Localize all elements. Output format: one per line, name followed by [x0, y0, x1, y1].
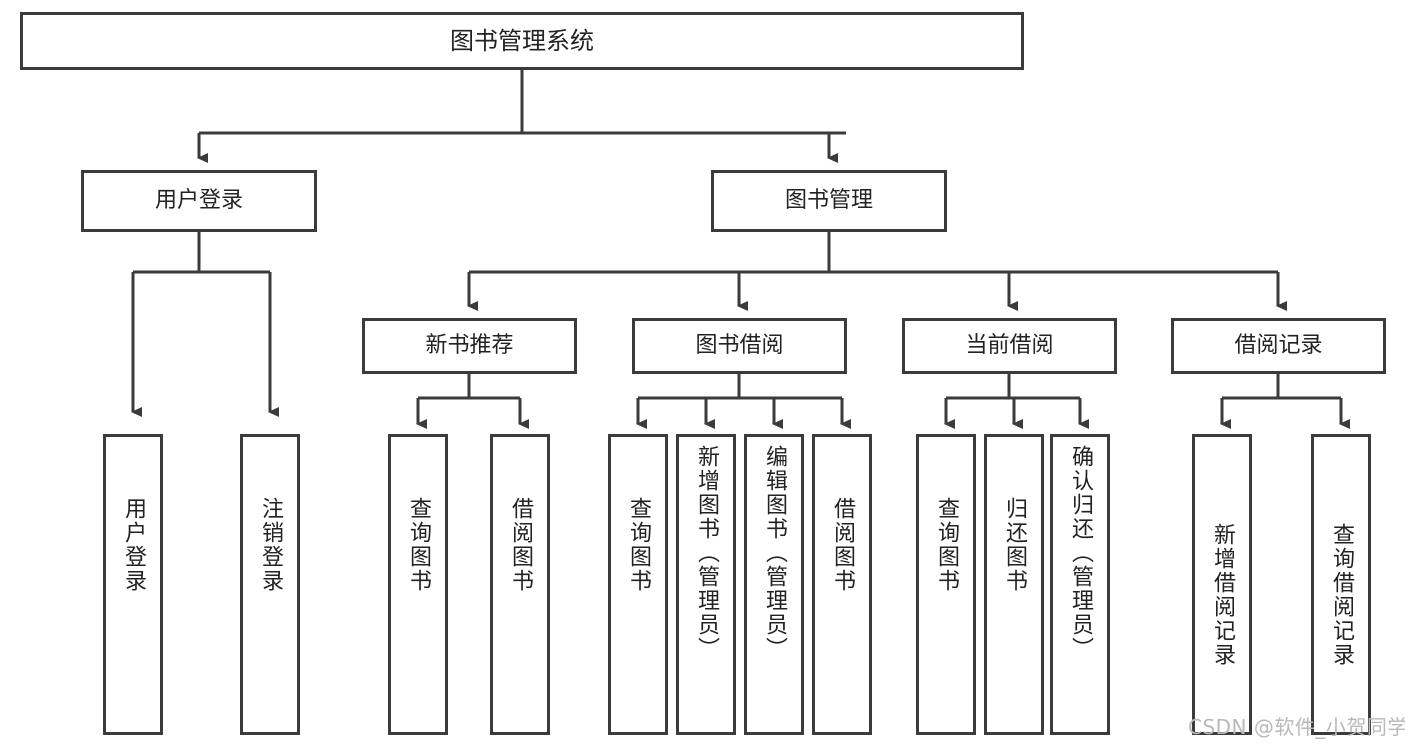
node-user-login[interactable]: 用户登录 — [81, 170, 317, 232]
leaf-add-borrow-record[interactable]: 新增借阅记录 — [1192, 434, 1252, 735]
leaf-edit-book-admin[interactable]: 编辑图书（管理员） — [744, 434, 804, 735]
leaf-logout[interactable]: 注销登录 — [240, 434, 300, 735]
node-label: 借阅记录 — [1234, 332, 1323, 358]
node-label: 新增借阅记录 — [1210, 523, 1235, 667]
leaf-user-login[interactable]: 用户登录 — [103, 434, 163, 735]
node-label: 注销登录 — [258, 497, 283, 593]
leaf-query-borrow-record[interactable]: 查询借阅记录 — [1311, 434, 1371, 735]
node-label: 用户登录 — [154, 187, 243, 213]
leaf-return-book[interactable]: 归还图书 — [984, 434, 1044, 735]
node-label: 图书管理系统 — [450, 26, 594, 55]
node-current-borrow[interactable]: 当前借阅 — [902, 318, 1117, 374]
leaf-query-book-nb[interactable]: 查询图书 — [388, 434, 448, 735]
node-label: 新增图书（管理员） — [694, 445, 719, 661]
node-label: 查询图书 — [406, 497, 431, 593]
leaf-add-book-admin[interactable]: 新增图书（管理员） — [676, 434, 736, 735]
node-label: 查询图书 — [626, 497, 651, 593]
node-book-management-system[interactable]: 图书管理系统 — [20, 12, 1024, 70]
node-label: 编辑图书（管理员） — [762, 445, 787, 661]
leaf-confirm-return-admin[interactable]: 确认归还（管理员） — [1050, 434, 1110, 735]
node-label: 新书推荐 — [425, 332, 514, 358]
node-book-management[interactable]: 图书管理 — [711, 170, 947, 232]
node-label: 图书管理 — [784, 187, 873, 213]
leaf-borrow-book-bb[interactable]: 借阅图书 — [812, 434, 872, 735]
node-label: 确认归还（管理员） — [1068, 445, 1093, 661]
node-label: 借阅图书 — [508, 497, 533, 593]
node-label: 图书借阅 — [695, 332, 784, 358]
node-label: 查询借阅记录 — [1329, 523, 1354, 667]
node-new-book-recommend[interactable]: 新书推荐 — [362, 318, 577, 374]
leaf-query-book-cb[interactable]: 查询图书 — [916, 434, 976, 735]
node-borrow-record[interactable]: 借阅记录 — [1171, 318, 1386, 374]
leaf-borrow-book-nb[interactable]: 借阅图书 — [490, 434, 550, 735]
csdn-watermark: CSDN @软件_小贺同学 — [1188, 715, 1405, 739]
leaf-query-book-bb[interactable]: 查询图书 — [608, 434, 668, 735]
node-label: 用户登录 — [121, 497, 146, 593]
node-label: 借阅图书 — [830, 497, 855, 593]
node-label: 查询图书 — [934, 497, 959, 593]
node-label: 当前借阅 — [965, 332, 1054, 358]
node-label: 归还图书 — [1002, 497, 1027, 593]
node-book-borrow[interactable]: 图书借阅 — [632, 318, 847, 374]
